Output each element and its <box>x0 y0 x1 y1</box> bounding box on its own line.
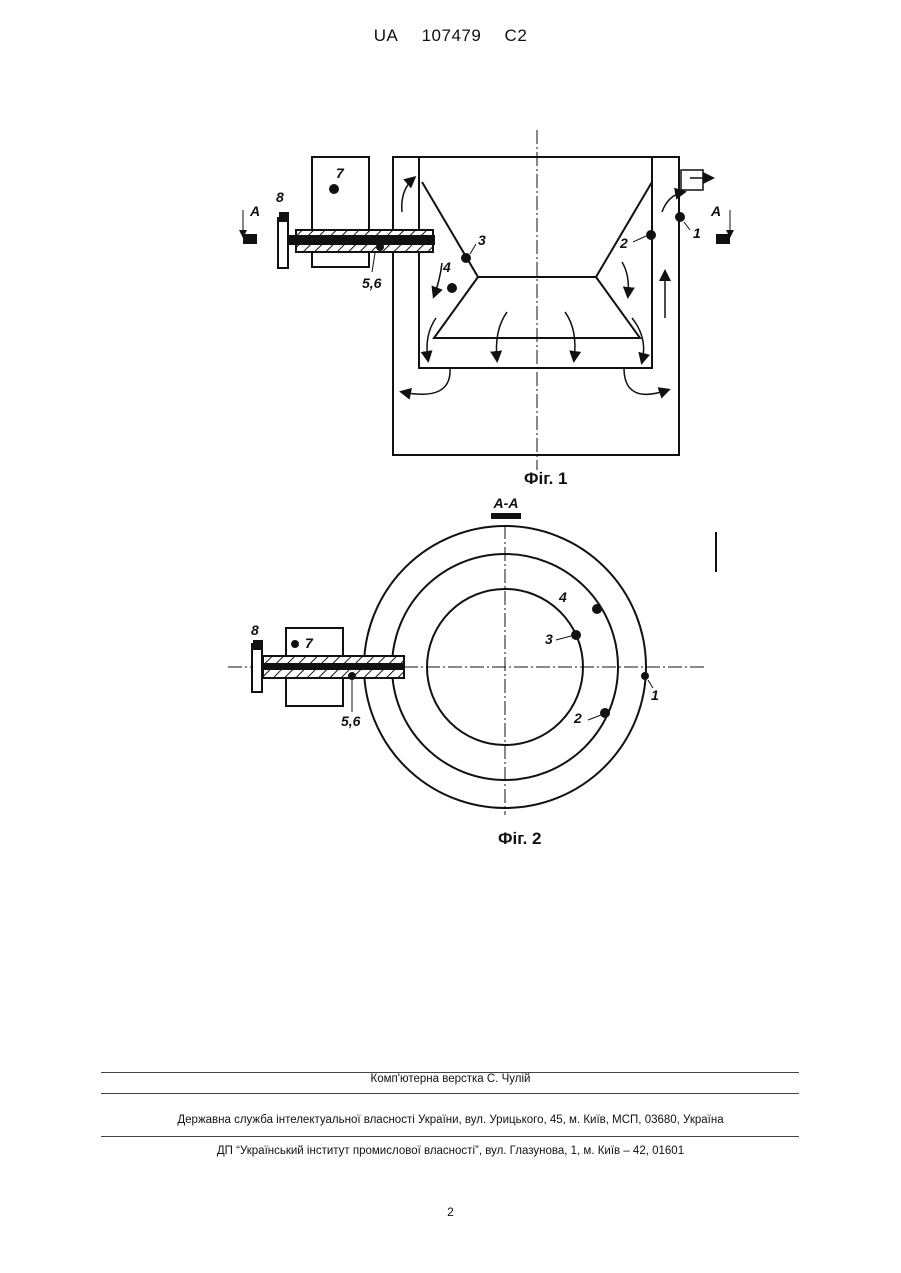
footer-agency: Державна служба інтелектуальної власност… <box>0 1114 901 1126</box>
footer-divider <box>101 1136 799 1137</box>
fig1-handle-8 <box>278 218 288 268</box>
fig1-screw-shaft <box>288 236 434 244</box>
fig1-label-2: 2 <box>619 235 628 251</box>
footer-institute: ДП “Український інститут промислової вла… <box>0 1145 901 1157</box>
fig2-label-2: 2 <box>573 710 582 726</box>
footer-divider <box>101 1093 799 1094</box>
fig2-label-7: 7 <box>305 635 314 651</box>
fig2-handle-8 <box>252 644 262 692</box>
figure-1-caption: Фіг. 1 <box>524 469 568 489</box>
fig1-label-3: 3 <box>478 232 486 248</box>
figure-2-drawing <box>228 513 716 815</box>
fig2-label-8: 8 <box>251 622 259 638</box>
fig2-label-56: 5,6 <box>341 713 361 729</box>
figure-1-drawing <box>243 130 730 470</box>
fig1-label-a-left: A <box>249 203 260 219</box>
fig1-label-7: 7 <box>336 165 345 181</box>
fig1-inner-wall <box>419 157 652 368</box>
fig2-label-1: 1 <box>651 687 659 703</box>
fig2-section-marker <box>491 513 521 519</box>
fig1-outlet <box>681 170 703 190</box>
page-number: 2 <box>0 1205 901 1219</box>
footer-typesetting: Комп'ютерна верстка С. Чулій <box>0 1073 901 1085</box>
fig2-section-label: A-A <box>493 495 519 511</box>
fig1-outer-housing <box>393 157 679 455</box>
fig1-label-8: 8 <box>276 189 284 205</box>
fig1-label-1: 1 <box>693 225 701 241</box>
fig2-label-4: 4 <box>558 589 567 605</box>
fig1-label-4: 4 <box>442 259 451 275</box>
figure-2-caption: Фіг. 2 <box>498 829 542 849</box>
fig1-label-56: 5,6 <box>362 275 382 291</box>
fig2-screw-shaft <box>263 663 403 670</box>
fig1-section-marker-right <box>716 234 730 244</box>
fig1-section-marker-left <box>243 234 257 244</box>
fig1-label-a-right: A <box>710 203 721 219</box>
fig2-label-3: 3 <box>545 631 553 647</box>
